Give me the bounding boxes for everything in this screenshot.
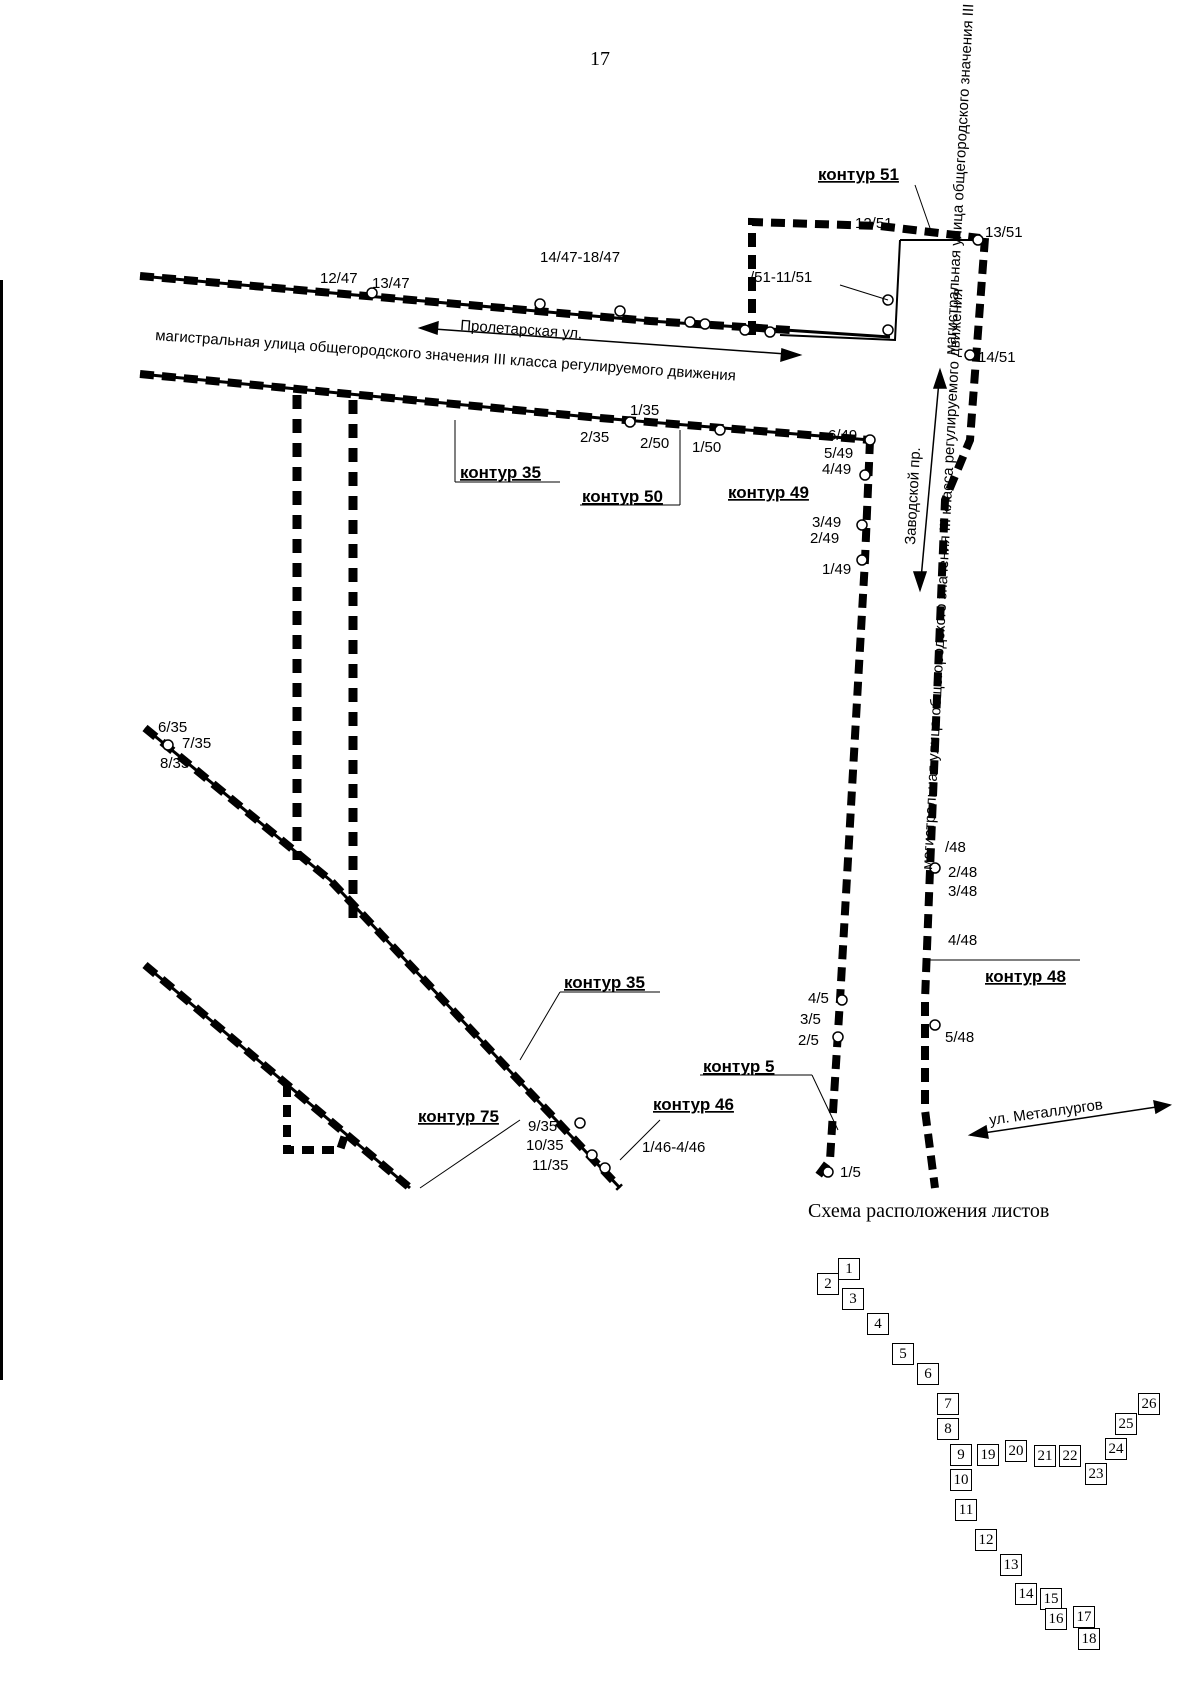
contour-49-label: контур 49: [728, 483, 809, 502]
sheet-4: 4: [867, 1313, 889, 1335]
sheet-10: 10: [950, 1469, 972, 1491]
sheet-22: 22: [1059, 1445, 1081, 1467]
sheet-5: 5: [892, 1343, 914, 1365]
sheet-2: 2: [817, 1273, 839, 1295]
point-label: 1/35: [630, 402, 659, 419]
sheet-20: 20: [1005, 1440, 1027, 1462]
pipeline-diagonal-2-dash: [142, 961, 413, 1192]
contour-75-label: контур 75: [418, 1107, 499, 1126]
sheet-scheme-title: Схема расположения листов: [808, 1200, 1050, 1222]
point-label: 4/5: [808, 990, 829, 1007]
point-label: 13/47: [372, 275, 410, 292]
sheet-25: 25: [1115, 1413, 1137, 1435]
contour-51-right-line: [779, 239, 901, 342]
sheet-3: 3: [842, 1288, 864, 1310]
point-label: 6/49: [828, 427, 857, 444]
point-label: 12/47: [320, 270, 358, 287]
point-label: 5/49: [824, 445, 853, 462]
sheet-13: 13: [1000, 1554, 1022, 1576]
point-label: 6/35: [158, 719, 187, 736]
sheet-15: 15: [1040, 1588, 1062, 1610]
sheet-16: 16: [1045, 1608, 1067, 1630]
point-label: 5/48: [945, 1029, 974, 1046]
leader-lines: [419, 184, 1080, 1189]
street-zavodskoy: Заводской пр.: [902, 447, 924, 545]
sheet-18: 18: [1078, 1628, 1100, 1650]
contour-51-dash: [748, 217, 981, 335]
pipeline-diagonal-1-dash: [142, 724, 623, 1191]
street-main-vertical-b: магистральная улица общегородского значе…: [919, 288, 966, 870]
sheet-21: 21: [1034, 1445, 1056, 1467]
sheet-11: 11: [955, 1499, 977, 1521]
point-label: 3/5: [800, 1011, 821, 1028]
point-label: 4/48: [948, 932, 977, 949]
points: [162, 234, 984, 1178]
sheet-8: 8: [937, 1418, 959, 1440]
sheet-12: 12: [975, 1529, 997, 1551]
street-arrows: [417, 320, 1172, 1139]
point-label: 10/35: [526, 1137, 564, 1154]
point-label: 7/35: [182, 735, 211, 752]
sheet-6: 6: [917, 1363, 939, 1385]
point-label: 4/49: [822, 461, 851, 478]
point-label: 3/48: [948, 883, 977, 900]
point-label: 2/5: [798, 1032, 819, 1049]
point-label: 2/49: [810, 530, 839, 547]
point-label: 3/49: [812, 514, 841, 531]
pipeline-vertical-49: [811, 439, 874, 1183]
point-label: 11/35: [532, 1157, 568, 1174]
page-edge-bar: [0, 280, 3, 1380]
point-label: 1/5: [840, 1164, 861, 1181]
point-label: 2/50: [640, 435, 669, 452]
contour-35-top-label: контур 35: [460, 463, 541, 482]
point-label: 12/51: [855, 215, 893, 232]
street-proletarskaya: Пролетарская ул.: [460, 317, 583, 342]
contour-35-bottom-label: контур 35: [564, 973, 645, 992]
sheet-17: 17: [1073, 1606, 1095, 1628]
pipeline-vertical-48: [921, 237, 989, 1189]
page-number: 17: [590, 48, 610, 70]
street-main-horizontal: магистральная улица общегородского значе…: [155, 327, 737, 385]
sheet-9: 9: [950, 1444, 972, 1466]
sheet-26: 26: [1138, 1393, 1160, 1415]
point-label: 2/48: [948, 864, 977, 881]
point-label: /51-11/51: [750, 269, 812, 286]
sheet-23: 23: [1085, 1463, 1107, 1485]
sheet-1: 1: [838, 1258, 860, 1280]
sheet-14: 14: [1015, 1583, 1037, 1605]
sheet-19: 19: [977, 1444, 999, 1466]
point-label: 14/47-18/47: [540, 249, 620, 266]
sheet-7: 7: [937, 1393, 959, 1415]
point-label: 13/51: [985, 224, 1023, 241]
point-label: 1/49: [822, 561, 851, 578]
contour-75-loop: [283, 1085, 349, 1154]
point-label: /48: [945, 839, 966, 856]
point-label: 1/50: [692, 439, 721, 456]
contour-50-label: контур 50: [582, 487, 663, 506]
contour-51-label: контур 51: [818, 165, 899, 184]
contour-48-label: контур 48: [985, 967, 1066, 986]
contour-46-label: контур 46: [653, 1095, 734, 1114]
point-label: 2/35: [580, 429, 609, 446]
point-label: 1/46-4/46: [642, 1139, 705, 1156]
point-label: 14/51: [978, 349, 1016, 366]
pipeline-second-dash: [139, 370, 871, 444]
point-label: 8/35: [160, 755, 189, 772]
contour-map: Пролетарская ул. магистральная улица общ…: [139, 0, 1172, 1192]
contour-5-label: контур 5: [703, 1057, 774, 1076]
point-label: 9/35: [528, 1118, 557, 1135]
sheet-24: 24: [1105, 1438, 1127, 1460]
